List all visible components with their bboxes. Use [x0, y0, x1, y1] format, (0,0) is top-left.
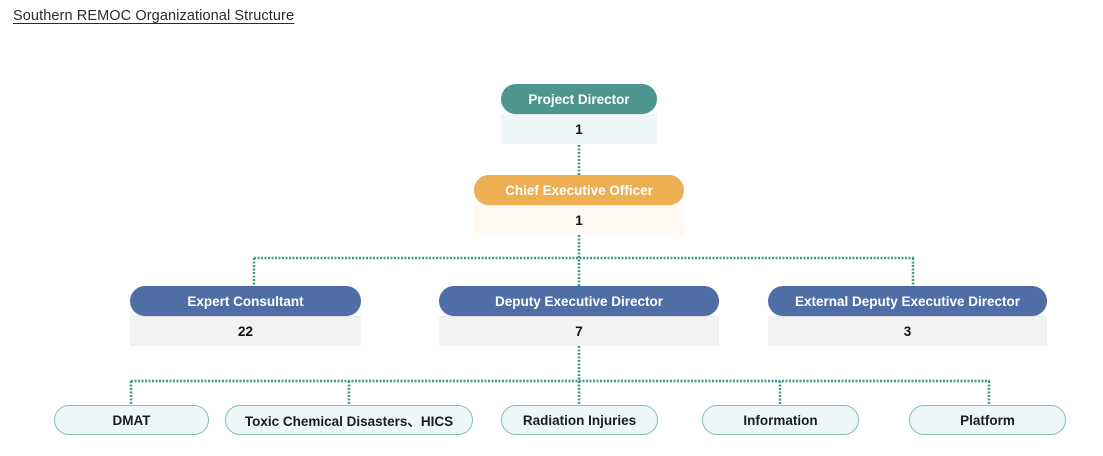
node-title: Expert Consultant: [130, 286, 361, 316]
unit-toxic-chemical-disasters-hics[interactable]: Toxic Chemical Disasters、HICS: [225, 405, 473, 435]
unit-platform[interactable]: Platform: [909, 405, 1066, 435]
node-external-deputy-executive-director[interactable]: External Deputy Executive Director 3: [768, 286, 1047, 346]
node-expert-consultant[interactable]: Expert Consultant 22: [130, 286, 361, 346]
node-count: 22: [130, 316, 361, 346]
unit-radiation-injuries[interactable]: Radiation Injuries: [501, 405, 658, 435]
node-title: External Deputy Executive Director: [768, 286, 1047, 316]
unit-information[interactable]: Information: [702, 405, 859, 435]
unit-dmat[interactable]: DMAT: [54, 405, 209, 435]
node-chief-executive-officer[interactable]: Chief Executive Officer 1: [474, 175, 684, 235]
node-title: Deputy Executive Director: [439, 286, 719, 316]
node-count: 7: [439, 316, 719, 346]
node-deputy-executive-director[interactable]: Deputy Executive Director 7: [439, 286, 719, 346]
node-title: Chief Executive Officer: [474, 175, 684, 205]
chart-title: Southern REMOC Organizational Structure: [13, 8, 295, 24]
node-count: 3: [768, 316, 1047, 346]
node-count: 1: [501, 114, 657, 144]
node-project-director[interactable]: Project Director 1: [501, 84, 657, 144]
node-count: 1: [474, 205, 684, 235]
node-title: Project Director: [501, 84, 657, 114]
